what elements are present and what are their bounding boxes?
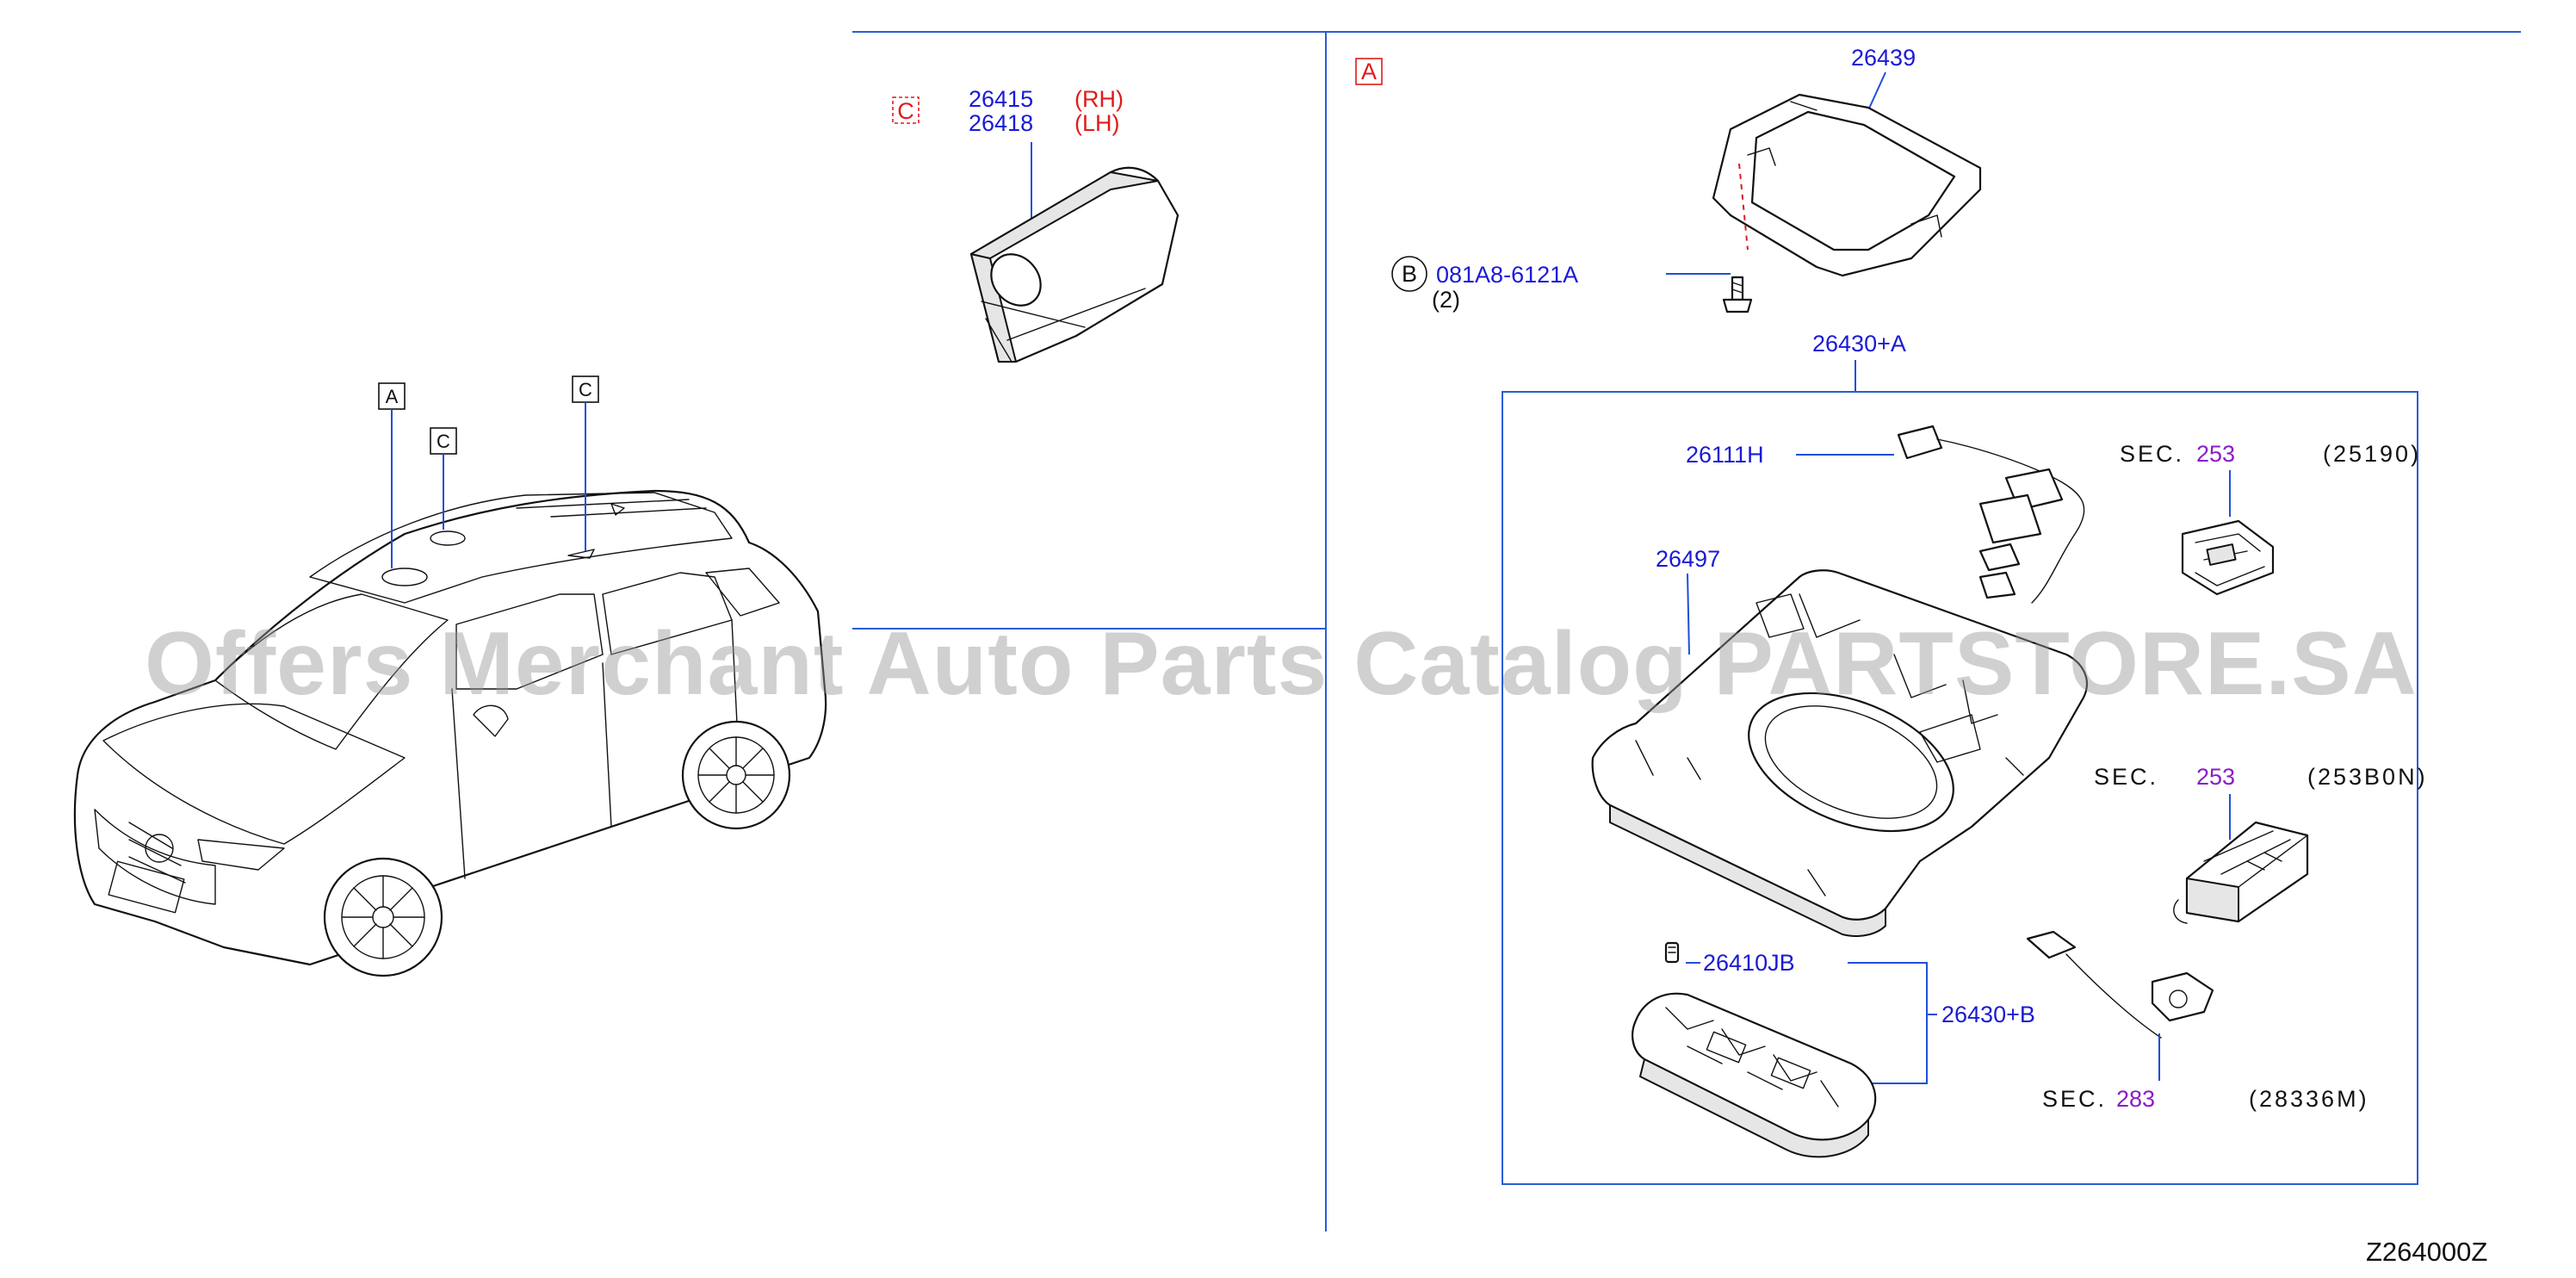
sec-code-253b0n: (253B0N) bbox=[2307, 764, 2428, 790]
console-frame-part[interactable] bbox=[1712, 93, 1982, 277]
svg-text:A: A bbox=[386, 386, 399, 407]
vehicle-illustration bbox=[73, 489, 827, 977]
sec-label-2: SEC. bbox=[2094, 764, 2158, 790]
bolt-marker-b: B bbox=[1391, 256, 1427, 292]
svg-text:C: C bbox=[897, 98, 914, 124]
assembly-box bbox=[1502, 391, 2418, 1185]
side-note-rh: (RH) bbox=[1074, 86, 1124, 112]
switch-unit-part[interactable] bbox=[2181, 519, 2275, 596]
sec-code-25190: (25190) bbox=[2323, 441, 2421, 467]
sec-number-253-b[interactable]: 253 bbox=[2196, 764, 2235, 790]
svg-text:C: C bbox=[437, 431, 450, 452]
sec-number-253-a[interactable]: 253 bbox=[2196, 441, 2235, 467]
console-housing-part[interactable] bbox=[1591, 569, 2088, 937]
watermark-text: Offers Merchant Auto Parts Catalog PARTS… bbox=[145, 614, 2418, 714]
part-number-26497[interactable]: 26497 bbox=[1656, 546, 1720, 572]
svg-text:A: A bbox=[1361, 59, 1377, 84]
bulb-part[interactable] bbox=[1664, 941, 1680, 964]
sec-label-3: SEC. bbox=[2042, 1086, 2107, 1112]
sec-code-28336m: (28336M) bbox=[2249, 1086, 2369, 1112]
sec-number-283[interactable]: 283 bbox=[2116, 1086, 2155, 1112]
wire-harness-part[interactable] bbox=[1897, 425, 2085, 604]
microphone-part[interactable] bbox=[2026, 930, 2214, 1039]
part-number-26430-b[interactable]: 26430+B bbox=[1941, 1002, 2035, 1027]
part-number-26410jb[interactable]: 26410JB bbox=[1703, 950, 1795, 976]
diagram-code: Z264000Z bbox=[2366, 1237, 2487, 1267]
panel-a-callout: A bbox=[1355, 58, 1383, 85]
panel-c-callout: C bbox=[892, 96, 920, 124]
sec-label-1: SEC. bbox=[2120, 441, 2184, 467]
part-number-26430-a[interactable]: 26430+A bbox=[1812, 331, 1906, 357]
part-number-26439[interactable]: 26439 bbox=[1851, 45, 1916, 71]
lamp-sub-assembly-part[interactable] bbox=[1632, 992, 1877, 1158]
vehicle-callout-c-1[interactable]: C bbox=[430, 427, 457, 530]
side-note-lh: (LH) bbox=[1074, 110, 1120, 136]
map-lamp-part[interactable] bbox=[969, 166, 1180, 363]
bolt-quantity: (2) bbox=[1432, 287, 1460, 313]
svg-text:C: C bbox=[579, 379, 592, 400]
part-number-26415[interactable]: 26415 bbox=[969, 86, 1033, 112]
panel-c: C 26415 26418 (RH) (LH) bbox=[892, 86, 1180, 363]
panel-dividers bbox=[852, 31, 2521, 1231]
module-part[interactable] bbox=[2173, 821, 2309, 924]
vehicle-callout-c-2[interactable]: C bbox=[572, 375, 599, 551]
panel-a: A 26439 B 081A8-6121A (2) 26430+A 26111H bbox=[1355, 45, 2428, 1185]
svg-text:B: B bbox=[1402, 261, 1417, 287]
part-number-26111h[interactable]: 26111H bbox=[1686, 442, 1764, 468]
vehicle-callout-a[interactable]: A bbox=[378, 382, 406, 568]
part-number-081a8-6121a[interactable]: 081A8-6121A bbox=[1436, 262, 1578, 288]
part-number-26418[interactable]: 26418 bbox=[969, 110, 1033, 136]
bolt-part[interactable] bbox=[1722, 276, 1753, 313]
